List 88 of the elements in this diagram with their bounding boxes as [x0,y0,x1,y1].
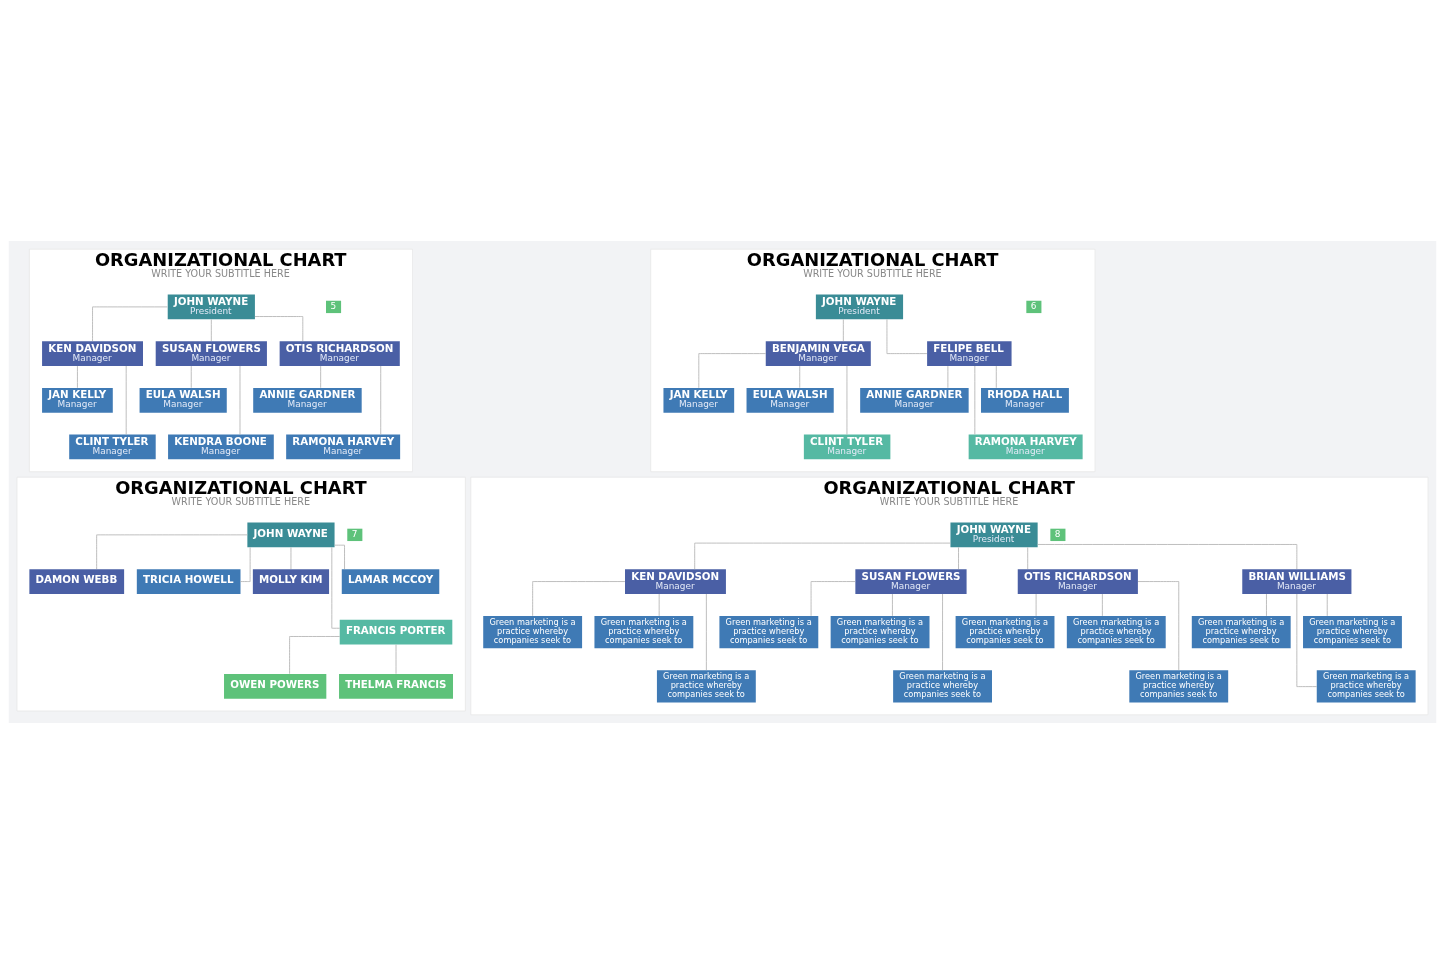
connector [1101,593,1103,617]
connector [532,581,626,617]
connector [947,365,949,389]
node-box: CLINT TYLER Manager [69,434,156,460]
node-box: FELIPE BELL Manager [927,341,1012,366]
node-box: EULA WALSH Manager [139,387,227,413]
node-box: 8 [1050,528,1066,542]
connector [210,319,212,342]
node-box: TRICIA HOWELL [136,569,241,594]
node-box: JOHN WAYNE President [950,522,1038,548]
node-box: DAMON WEBB [29,569,125,594]
connector [958,546,959,570]
connector [290,546,292,570]
node-box: MOLLY KIM [252,569,330,594]
node-box: THELMA FRANCIS [339,673,453,699]
node-box: BENJAMIN VEGA Manager [765,341,871,366]
connector [810,581,856,617]
connector [240,546,251,582]
node-box: Green marketing is a practice whereby companies seek to [1303,615,1402,649]
connector [1266,593,1267,617]
node-box: 7 [347,528,363,542]
connector [1137,581,1180,671]
node-box: JOHN WAYNE President [815,294,904,320]
node-box: Green marketing is a practice whereby companies seek to [893,670,992,703]
node-box: OTIS RICHARDSON Manager [279,341,400,366]
connector [1037,544,1298,570]
node-box: 5 [326,300,342,314]
node-box: SUSAN FLOWERS Manager [155,341,267,366]
connector [846,365,848,435]
connector [334,544,345,570]
connector [698,353,767,389]
node-box: JAN KELLY Manager [663,387,735,413]
connector [254,316,304,342]
node-box: CLINT TYLER Manager [803,434,891,460]
node-box: OWEN POWERS [224,673,327,699]
node-box: LAMAR MCCOY [341,569,440,594]
connector [395,644,397,675]
connector [705,593,707,671]
connector [974,365,976,435]
node-box: Green marketing is a practice whereby companies seek to [1191,615,1291,649]
connector [942,593,943,671]
connector [1027,546,1029,570]
node-box: FRANCIS PORTER [339,619,453,645]
connector [694,542,951,570]
node-box: 6 [1026,300,1042,314]
node-box: Green marketing is a practice whereby companies seek to [656,670,756,703]
connector [1326,593,1328,617]
connector [190,365,192,389]
node-box: JOHN WAYNE President [167,294,255,320]
node-box: KEN DAVIDSON Manager [625,569,726,594]
connector [92,306,168,342]
node-box: EULA WALSH Manager [746,387,834,413]
connector [125,365,127,435]
connector [886,319,928,354]
node-box: Green marketing is a practice whereby companies seek to [1316,670,1416,703]
node-box: Green marketing is a practice whereby companies seek to [594,615,694,649]
node-box: KENDRA BOONE Manager [168,434,274,460]
node-box: RAMONA HARVEY Manager [286,434,401,460]
connector [320,365,322,389]
node-box: Green marketing is a practice whereby companies seek to [955,615,1055,649]
node-box: Green marketing is a practice whereby companies seek to [1066,615,1166,649]
connector [1035,593,1037,617]
node-box: JAN KELLY Manager [42,387,113,413]
connector [892,593,893,617]
node-box: ANNIE GARDNER Manager [860,387,969,413]
node-box: Green marketing is a practice whereby companies seek to [719,615,819,649]
node-box: KEN DAVIDSON Manager [42,341,143,366]
connector [239,365,241,435]
node-box: Green marketing is a practice whereby companies seek to [1129,670,1229,703]
connector [1296,593,1318,687]
connector [658,593,660,617]
node-box: RHODA HALL Manager [981,387,1069,413]
node-box: RAMONA HARVEY Manager [968,434,1083,460]
connector [799,365,801,389]
connector [842,319,844,342]
connector [96,534,248,570]
node-box: SUSAN FLOWERS Manager [855,569,967,594]
connector [77,365,78,389]
node-box: Green marketing is a practice whereby companies seek to [830,615,930,649]
node-box: JOHN WAYNE [247,522,335,548]
connector [380,365,382,435]
connector [331,546,341,629]
connector [995,365,997,389]
node-box: Green marketing is a practice whereby companies seek to [483,615,583,649]
node-box: ANNIE GARDNER Manager [253,387,362,413]
connector [289,636,341,675]
node-box: BRIAN WILLIAMS Manager [1242,569,1352,594]
node-box: OTIS RICHARDSON Manager [1017,569,1138,594]
